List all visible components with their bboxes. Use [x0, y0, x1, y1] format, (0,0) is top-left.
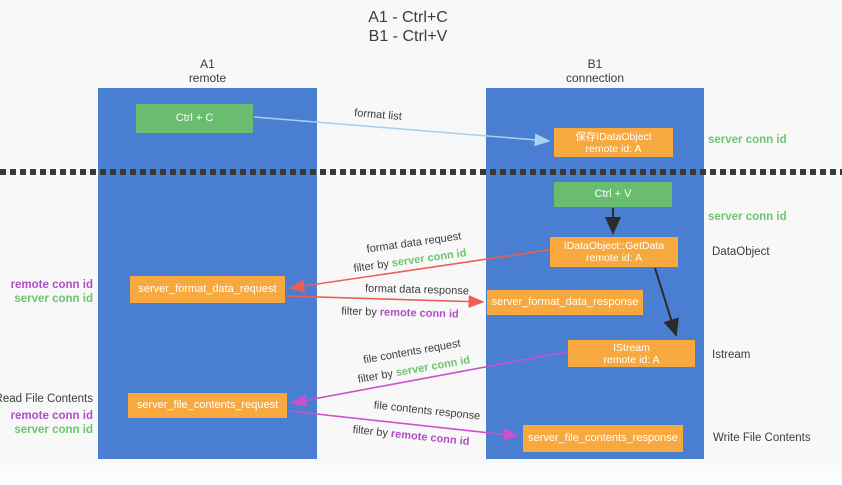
node-ctrl-c: Ctrl + C: [136, 104, 253, 133]
node-istream: IStream remote id: A: [568, 340, 695, 367]
node-server-file-contents-response: server_file_contents_response: [523, 425, 683, 452]
node-idataobject-getdata: IDataObject::GetData remote id: A: [550, 237, 678, 267]
label-dataobject: DataObject: [712, 246, 770, 258]
label-format-list-text: format list: [353, 107, 403, 123]
filter-by-text: filter by: [356, 367, 394, 386]
label-istream: Istream: [712, 349, 751, 361]
label-filter-remote-conn-id-1: filter by remote conn id: [341, 305, 459, 320]
label-format-list: format list: [354, 107, 402, 123]
node-server-format-data-response-label: server_format_data_response: [491, 296, 639, 308]
label-write-file-contents: Write File Contents: [713, 432, 811, 444]
title-line-2: B1 - Ctrl+V: [368, 28, 448, 45]
label-remote-conn-id-left-1: remote conn id: [10, 279, 93, 291]
label-server-conn-id-right-2: server conn id: [708, 211, 787, 223]
node-server-file-contents-response-label: server_file_contents_response: [528, 432, 678, 444]
node-ctrl-c-label: Ctrl + C: [175, 112, 214, 124]
lifeline-a1-role: remote: [188, 71, 227, 85]
label-filter-remote-conn-id-2: filter by remote conn id: [352, 424, 470, 448]
node-save-idataobject-line2: remote id: A: [585, 142, 642, 155]
node-server-file-contents-request-label: server_file_contents_request: [136, 399, 279, 411]
lifeline-a1-name: A1: [200, 57, 215, 71]
lifeline-b1-role: connection: [565, 71, 625, 85]
node-ctrl-v-label: Ctrl + V: [594, 188, 632, 200]
title-line-1: A1 - Ctrl+C: [368, 9, 448, 26]
filter-by-text: filter by: [352, 258, 390, 275]
remote-conn-id-text: remote conn id: [390, 427, 470, 449]
remote-conn-id-text: remote conn id: [379, 306, 459, 321]
node-save-idataobject: 保存IDataObject remote id: A: [554, 128, 673, 157]
label-format-data-response-text: format data response: [364, 282, 470, 298]
node-istream-line1: IStream: [613, 341, 650, 354]
node-server-format-data-request-label: server_format_data_request: [138, 283, 277, 295]
label-read-file-contents: Read File Contents: [0, 393, 93, 405]
node-save-idataobject-line1: 保存IDataObject: [575, 130, 652, 143]
node-ctrl-v: Ctrl + V: [554, 182, 672, 207]
label-format-data-response: format data response: [365, 283, 469, 298]
separator-dotted-line: [0, 169, 842, 175]
node-server-file-contents-request: server_file_contents_request: [128, 393, 287, 418]
lifeline-b1-name: B1: [587, 57, 603, 71]
node-idataobject-getdata-line1: IDataObject::GetData: [563, 240, 665, 252]
background-fade: [0, 463, 842, 485]
node-idataobject-getdata-line2: remote id: A: [585, 252, 643, 264]
lifeline-header-a1: A1 remote: [98, 57, 317, 85]
node-istream-line2: remote id: A: [603, 353, 660, 366]
diagram-title: A1 - Ctrl+C B1 - Ctrl+V: [288, 8, 528, 46]
lifeline-header-b1: B1 connection: [486, 57, 704, 85]
label-file-contents-response-text: file contents response: [373, 399, 481, 423]
label-server-conn-id-left-1: server conn id: [14, 293, 93, 305]
node-server-format-data-request: server_format_data_request: [130, 276, 285, 303]
label-server-conn-id-right-1: server conn id: [708, 134, 787, 146]
label-remote-conn-id-left-2: remote conn id: [10, 410, 93, 422]
node-server-format-data-response: server_format_data_response: [487, 290, 643, 315]
label-file-contents-response: file contents response: [373, 399, 481, 422]
filter-by-text: filter by: [341, 305, 377, 319]
filter-by-text: filter by: [352, 423, 389, 440]
label-server-conn-id-left-2: server conn id: [14, 424, 93, 436]
